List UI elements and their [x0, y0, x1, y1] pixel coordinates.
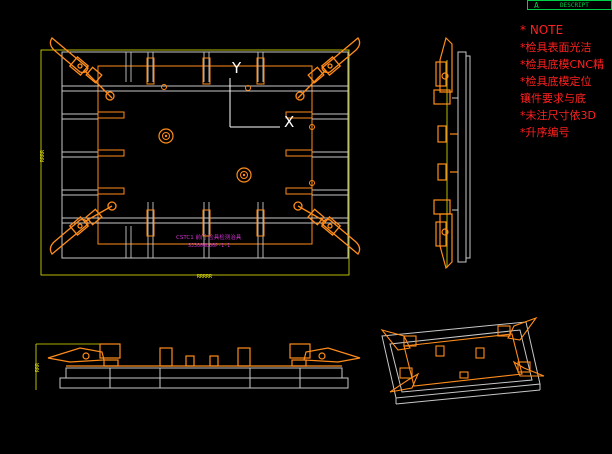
front-dimension-left: RRR — [35, 362, 41, 372]
plan-caption-drawing-no: SJ300WL00P-1-1 — [188, 243, 230, 249]
axis-label-y: Y — [231, 59, 242, 77]
axis-label-x: X — [284, 113, 294, 131]
side-tabs — [97, 57, 313, 237]
locating-pins — [158, 84, 315, 186]
base-plate-inner — [97, 65, 313, 245]
vertical-ribs — [125, 52, 264, 258]
base-plate-outline — [61, 51, 349, 259]
ucs-axes-icon — [229, 78, 280, 128]
notes-header: * NOTE — [520, 23, 564, 37]
toggle-clamp-bottom-right — [293, 201, 361, 255]
toggle-clamp-top-left — [49, 37, 115, 101]
plan-caption-part-name: CSTC1 前门 检具检测治具 — [176, 233, 242, 241]
plan-dimension-frame — [40, 49, 350, 276]
title-block: A DESCRIPT — [527, 0, 612, 10]
note-line-4: 镶件要求与底 — [520, 92, 586, 105]
note-line-1: *检具表面光洁 — [520, 41, 592, 54]
revision-symbol: A — [534, 1, 539, 10]
notes-panel: * NOTE *检具表面光洁 *检具底模CNC精 *检具底模定位 镶件要求与底 … — [520, 22, 604, 141]
note-line-6: *升序编号 — [520, 126, 570, 139]
plan-view: Y X — [40, 37, 361, 280]
note-line-3: *检具底模定位 — [520, 75, 592, 88]
side-view — [433, 36, 471, 270]
toggle-clamp-bottom-left — [49, 201, 117, 255]
front-view: RRR — [35, 343, 361, 390]
toggle-clamp-top-right — [295, 37, 361, 101]
plan-dimension-bottom: RRRRR — [197, 274, 213, 280]
note-line-2: *检具底模CNC精 — [520, 58, 605, 71]
plan-dimension-left: RRRR — [40, 149, 46, 162]
note-line-5: *未注尺寸依3D — [520, 109, 596, 122]
title-block-label: DESCRIPT — [560, 2, 589, 9]
horizontal-ribs — [62, 85, 348, 224]
isometric-view — [380, 316, 545, 405]
